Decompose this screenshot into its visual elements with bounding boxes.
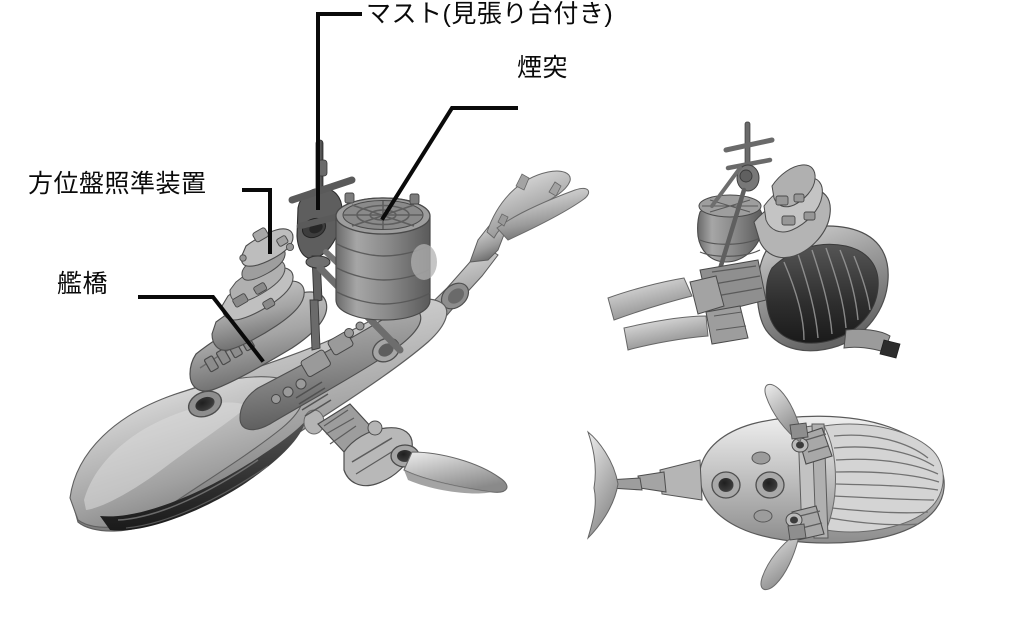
front-throat bbox=[765, 243, 879, 344]
leader-director bbox=[242, 188, 272, 254]
front-three-quarter-view bbox=[607, 121, 901, 359]
callout-label-funnel: 煙突 bbox=[517, 54, 569, 82]
main-perspective-view bbox=[69, 139, 590, 532]
leader-mast bbox=[316, 12, 362, 210]
mast-with-lookout bbox=[288, 139, 404, 354]
front-left-fin bbox=[607, 277, 693, 321]
leader-lines bbox=[138, 12, 518, 363]
pectoral-fin-assembly bbox=[317, 403, 508, 494]
director-aiming-device bbox=[239, 227, 295, 267]
ventral-grooves bbox=[829, 434, 940, 526]
throat-grooves bbox=[783, 247, 871, 341]
callout-label-bridge: 艦橋 bbox=[57, 270, 109, 298]
deck-vent-grille bbox=[295, 381, 332, 417]
callout-label-director: 方位盤照準装置 bbox=[28, 170, 207, 198]
leader-bridge bbox=[138, 295, 265, 363]
callout-label-mast: マスト(見張り台付き) bbox=[366, 0, 614, 28]
funnel-grating bbox=[343, 201, 423, 229]
bridge-superstructure bbox=[189, 247, 328, 392]
underside-tail-fluke bbox=[586, 430, 619, 540]
ventral-grooves-panel bbox=[823, 423, 944, 533]
leader-funnel bbox=[380, 106, 518, 221]
underside-view bbox=[586, 383, 945, 591]
deck-details bbox=[271, 321, 365, 404]
